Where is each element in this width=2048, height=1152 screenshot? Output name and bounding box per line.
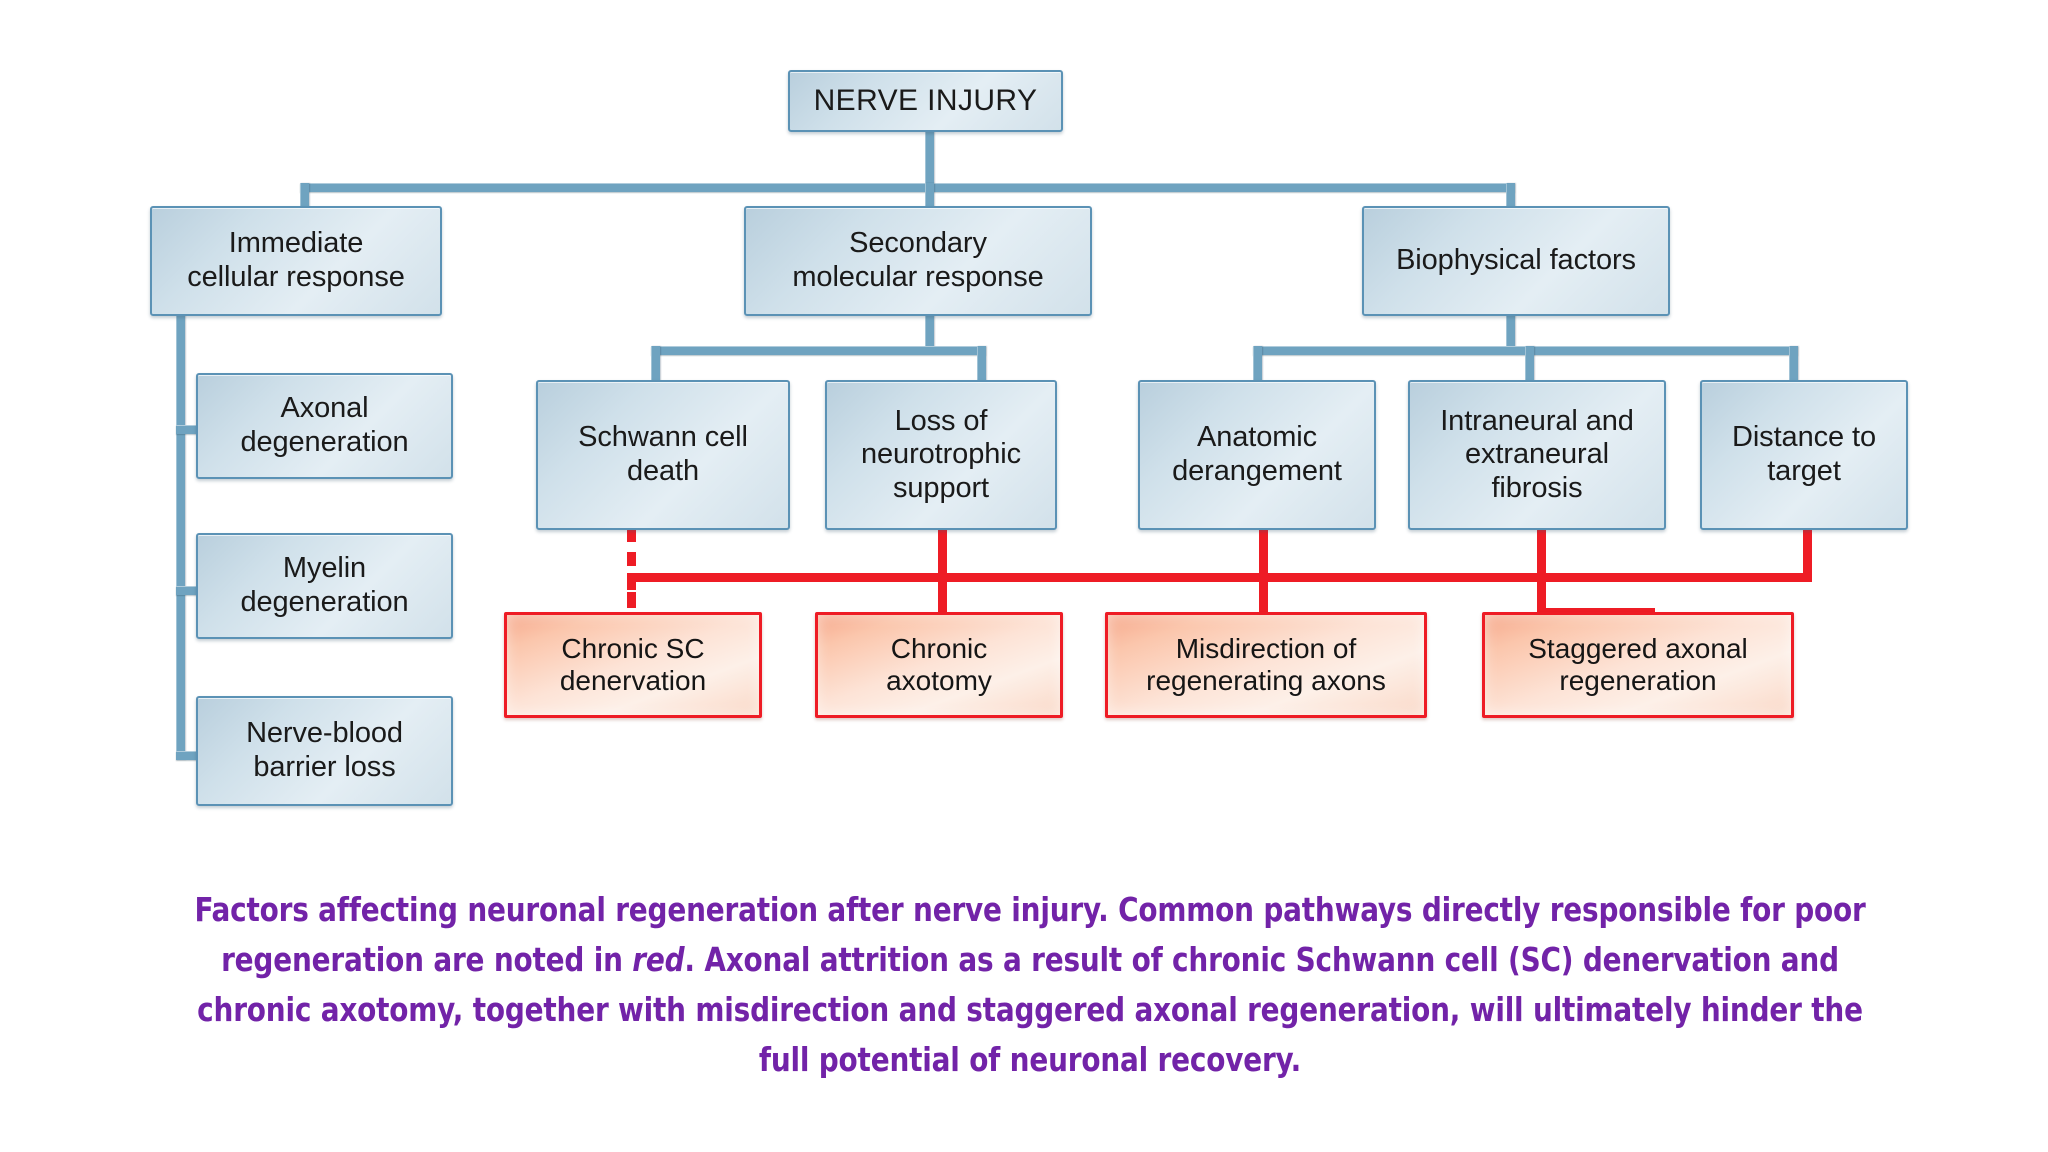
node-nerve-blood-barrier-loss[interactable]: Nerve-blood barrier loss [196,696,453,806]
node-schwann-cell-death[interactable]: Schwann cell death [536,380,790,530]
connector-red-to-misdirection [1259,573,1268,617]
node-biophysical-factors-label: Biophysical factors [1396,244,1636,277]
connector-immediate-spine [176,314,185,760]
connector-red-anatomic-drop [1259,528,1268,578]
node-staggered-axonal-regeneration[interactable]: Staggered axonal regeneration [1482,612,1794,718]
node-loss-of-neurotrophic-support-label: Loss of neurotrophic support [860,404,1021,504]
connector-secondary-drop-neurotrophic [977,346,986,382]
connector-red-main-bus [627,573,1812,582]
node-chronic-axotomy[interactable]: Chronic axotomy [815,612,1063,718]
node-chronic-sc-denervation[interactable]: Chronic SC denervation [504,612,762,718]
node-anatomic-derangement[interactable]: Anatomic derangement [1138,380,1376,530]
node-myelin-degeneration[interactable]: Myelin degeneration [196,533,453,639]
node-chronic-sc-denervation-label: Chronic SC denervation [559,632,707,696]
connector-biophysical-drop-fibrosis [1525,346,1534,382]
node-immediate-cellular-response-label: Immediate cellular response [187,227,405,293]
node-misdirection-of-regenerating-axons[interactable]: Misdirection of regenerating axons [1105,612,1427,718]
node-loss-of-neurotrophic-support[interactable]: Loss of neurotrophic support [825,380,1057,530]
node-intraneural-extraneural-fibrosis[interactable]: Intraneural and extraneural fibrosis [1408,380,1666,530]
connector-drop-immediate [300,183,309,208]
connector-drop-biophysical [1506,183,1515,208]
node-intraneural-extraneural-fibrosis-label: Intraneural and extraneural fibrosis [1440,404,1634,504]
connector-red-neurotrophic-drop [938,528,947,578]
node-axonal-degeneration[interactable]: Axonal degeneration [196,373,453,479]
caption-part2: . Axonal attrition as a result of chroni… [197,940,1863,1080]
node-chronic-axotomy-label: Chronic axotomy [886,632,992,696]
connector-secondary-drop-schwann [651,346,660,382]
node-immediate-cellular-response[interactable]: Immediate cellular response [150,206,442,316]
connector-red-dashed-schwann [627,528,636,608]
connector-biophysical-drop-anatomic [1253,346,1262,382]
node-distance-to-target[interactable]: Distance to target [1700,380,1908,530]
connector-immediate-to-myelin [176,586,205,595]
node-nerve-injury[interactable]: NERVE INJURY [788,70,1063,132]
node-anatomic-derangement-label: Anatomic derangement [1172,421,1342,487]
connector-immediate-to-axonal [176,425,205,434]
caption-part1: Factors affecting neuronal regeneration … [194,890,1866,980]
connector-red-distance-drop [1803,528,1812,578]
connector-red-stagger-elbow [1537,573,1546,613]
connector-drop-secondary [925,183,934,208]
node-distance-to-target-label: Distance to target [1732,421,1876,487]
node-secondary-molecular-response[interactable]: Secondary molecular response [744,206,1092,316]
node-nerve-blood-barrier-loss-label: Nerve-blood barrier loss [246,717,403,783]
node-misdirection-of-regenerating-axons-label: Misdirection of regenerating axons [1146,632,1386,696]
connector-red-dashed-schwann-lower [627,592,636,614]
connector-secondary-stem [925,314,934,351]
connector-biophysical-drop-distance [1789,346,1798,382]
connector-red-to-chronic-axotomy [938,573,947,617]
node-nerve-injury-label: NERVE INJURY [813,83,1038,117]
connector-top-bus [300,183,1515,192]
node-schwann-cell-death-label: Schwann cell death [578,421,748,487]
figure-caption: Factors affecting neuronal regeneration … [193,885,1866,1086]
node-staggered-axonal-regeneration-label: Staggered axonal regeneration [1528,632,1748,696]
node-axonal-degeneration-label: Axonal degeneration [240,392,409,458]
node-biophysical-factors[interactable]: Biophysical factors [1362,206,1670,316]
connector-secondary-bus [651,346,986,355]
node-secondary-molecular-response-label: Secondary molecular response [792,227,1044,293]
node-myelin-degeneration-label: Myelin degeneration [240,552,409,618]
connector-root-stem [925,130,934,188]
connector-red-fibrosis-drop [1537,528,1546,578]
caption-emphasis-red: red [632,940,685,980]
connector-immediate-to-nerve-blood [176,751,205,760]
connector-biophysical-stem [1506,314,1515,351]
